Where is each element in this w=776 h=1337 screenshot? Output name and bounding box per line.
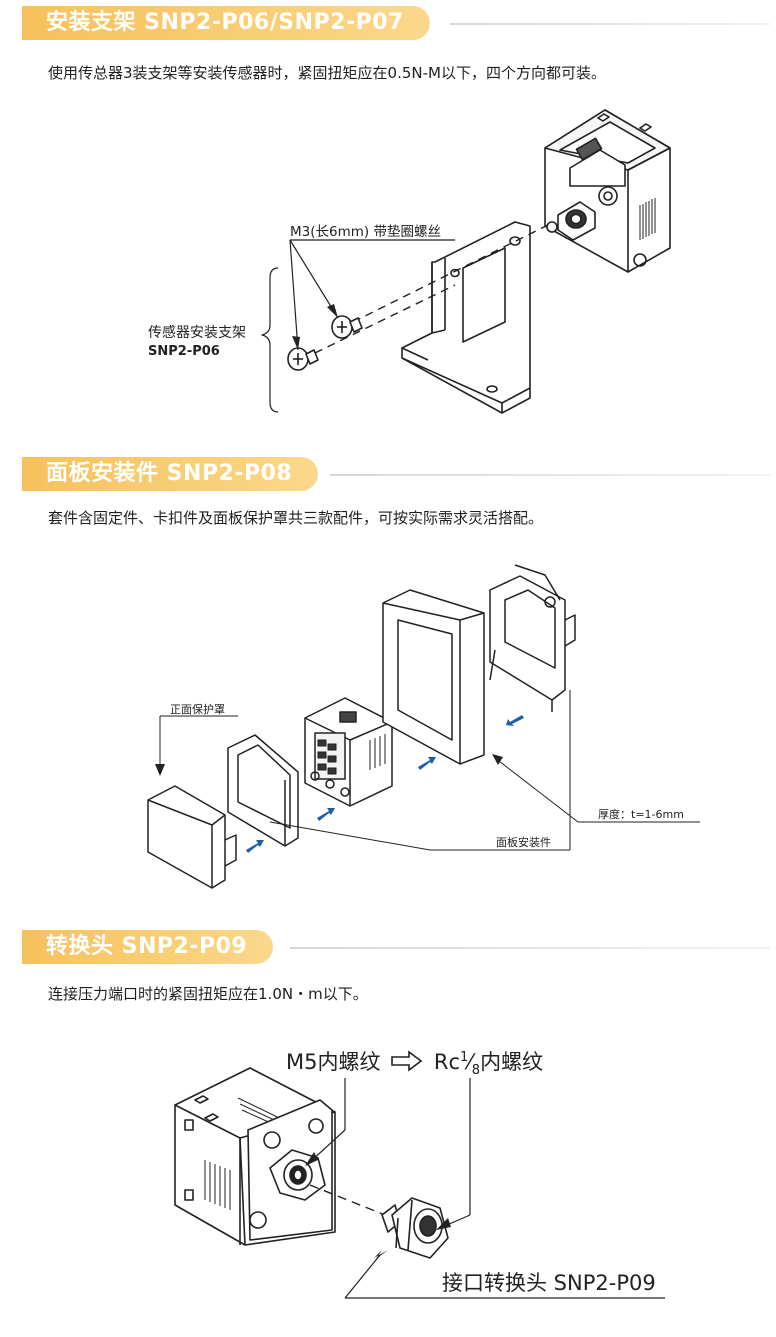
- thread-to-suffix: 内螺纹: [480, 1050, 544, 1074]
- section-title-panel-mount: 面板安装件 SNP2-P08: [22, 457, 319, 491]
- front-cover-label: 正面保护罩: [170, 703, 225, 716]
- thread-conversion-label: M5内螺纹 Rc1⁄8内螺纹: [286, 1046, 543, 1078]
- sensor-unit: [304, 697, 393, 807]
- adapter-sensor-body: [174, 1067, 336, 1246]
- thread-from: M5内螺纹: [286, 1050, 381, 1074]
- adapter-label: 接口转换头 SNP2-P09: [442, 1271, 656, 1295]
- screw-label: M3(长6mm) 带垫圈螺丝: [290, 224, 441, 240]
- section-description-panel-mount: 套件含固定件、卡扣件及面板保护罩共三款配件，可按实际需求灵活搭配。: [48, 509, 544, 527]
- section-description-bracket: 使用传总器3装支架等安装传感器时，紧固扭矩应在0.5N-M以下，四个方向都可装。: [48, 64, 606, 82]
- section-title-adapter: 转换头 SNP2-P09: [22, 930, 274, 964]
- panel-mount-diagram: [147, 564, 700, 889]
- bracket-label: 传感器安装支架: [148, 325, 246, 341]
- mount-kit-label: 面板安装件: [496, 836, 551, 849]
- fixing-bracket: [489, 564, 576, 712]
- section-description-adapter: 连接压力端口时的紧固扭矩应在1.0N・m以下。: [48, 985, 368, 1003]
- clip-frame: [227, 734, 299, 847]
- thread-to-prefix: Rc: [433, 1050, 460, 1074]
- section-divider: [450, 23, 770, 25]
- section-divider: [290, 947, 770, 949]
- mounting-bracket: [401, 221, 531, 414]
- section-divider: [330, 474, 770, 476]
- arrow-right-icon: [391, 1049, 423, 1076]
- fraction-slash: ⁄: [468, 1050, 472, 1074]
- thread-to-den: 8: [471, 1063, 481, 1079]
- bracket-diagram: [261, 109, 671, 414]
- thickness-label: 厚度：t=1-6mm: [598, 808, 684, 821]
- screw-lower: [287, 347, 319, 371]
- section-title-bracket: 安装支架 SNP2-P06/SNP2-P07: [22, 6, 430, 40]
- thread-to-num: 1: [460, 1050, 469, 1065]
- screw-upper: [331, 315, 363, 339]
- front-cover: [147, 785, 237, 889]
- panel-plate: [382, 589, 485, 765]
- port-fitting: [546, 201, 596, 241]
- bracket-model: SNP2-P06: [148, 344, 220, 359]
